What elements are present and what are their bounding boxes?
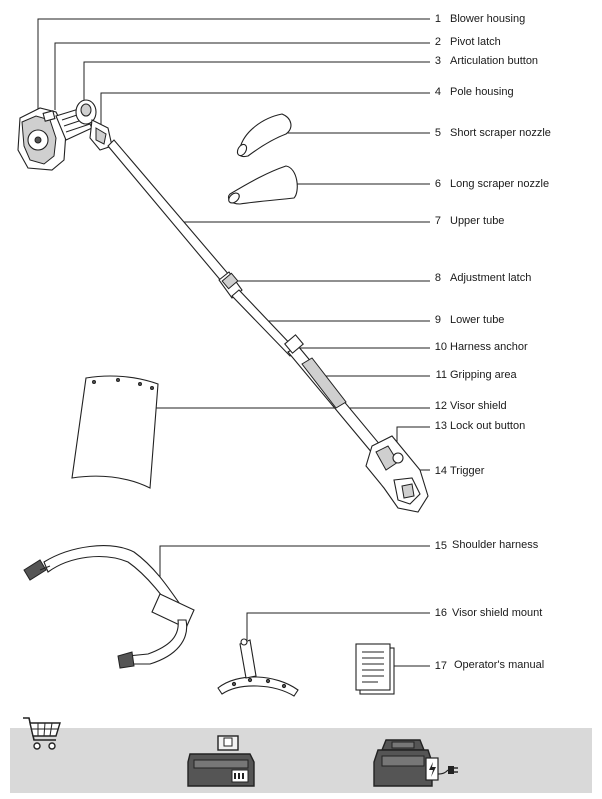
- handle-illustration: [365, 435, 429, 513]
- part-number: 2: [434, 36, 441, 48]
- long-scraper-nozzle-illustration: [227, 165, 298, 205]
- part-label: Pole housing: [450, 86, 514, 98]
- part-number: 1: [434, 13, 441, 25]
- visor-shield-mount-illustration: [217, 638, 299, 697]
- part-label: Gripping area: [450, 369, 517, 381]
- part-label: Lock out button: [450, 420, 526, 432]
- part-label: Visor shield: [450, 400, 507, 412]
- part-number: 3: [434, 55, 441, 67]
- part-label: Long scraper nozzle: [450, 178, 550, 190]
- part-number: 8: [434, 272, 441, 284]
- part-label: Shoulder harness: [452, 539, 539, 551]
- shoulder-harness-illustration: [23, 545, 195, 669]
- part-number: 7: [434, 215, 441, 227]
- part-number: 13: [434, 420, 447, 432]
- part-label: Lower tube: [450, 314, 505, 326]
- operators-manual-illustration: [355, 643, 395, 695]
- accessory-band: [10, 728, 592, 793]
- part-label: Upper tube: [450, 215, 505, 227]
- blower-housing-illustration: [17, 107, 93, 171]
- part-number: 16: [434, 607, 447, 619]
- part-label: Short scraper nozzle: [450, 127, 551, 139]
- visor-shield-illustration: [71, 375, 159, 489]
- part-label: Operator's manual: [454, 659, 545, 671]
- part-label: Articulation button: [450, 55, 539, 67]
- part-number: 11: [435, 369, 447, 381]
- pole-illustration: [107, 139, 387, 461]
- battery-pack-icon: [187, 735, 255, 787]
- part-label: Visor shield mount: [452, 607, 543, 619]
- part-label: Trigger: [450, 465, 485, 477]
- part-number: 6: [434, 178, 441, 190]
- part-number: 9: [434, 314, 441, 326]
- short-scraper-nozzle-illustration: [236, 113, 292, 158]
- part-number: 4: [434, 86, 441, 98]
- part-number: 15: [434, 540, 447, 552]
- shopping-cart-icon: [23, 717, 61, 750]
- part-label: Harness anchor: [450, 341, 528, 353]
- pivot-head-illustration: [75, 99, 113, 151]
- part-number: 5: [434, 127, 441, 139]
- battery-charger-icon: [373, 739, 458, 787]
- part-label: Blower housing: [450, 13, 526, 25]
- part-number: 10: [434, 341, 447, 353]
- part-label: Adjustment latch: [450, 272, 532, 284]
- leader-lines: [37, 18, 430, 667]
- part-number: 17: [434, 660, 447, 672]
- part-number: 12: [434, 400, 447, 412]
- part-number: 14: [434, 465, 447, 477]
- part-label: Pivot latch: [450, 36, 501, 48]
